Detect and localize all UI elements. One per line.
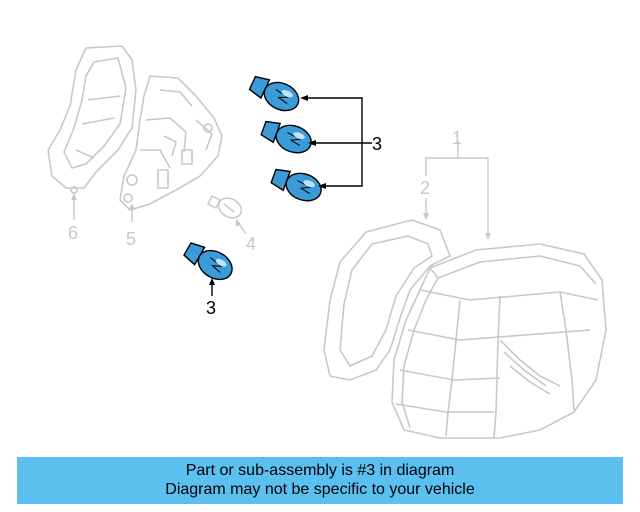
part-4-wedge-bulb	[206, 194, 243, 219]
callout-5: 5	[126, 229, 136, 249]
leader-1-arrow	[485, 233, 491, 240]
leader-4-arrow	[236, 219, 241, 227]
leader-3-group	[306, 97, 372, 187]
part-5-bulb-carrier	[119, 75, 223, 211]
callout-2: 2	[420, 178, 430, 198]
callout-6: 6	[68, 223, 78, 243]
leader-3-single-arrow	[209, 278, 215, 285]
leader-3-arrow-a	[300, 95, 308, 101]
banner-line-1: Part or sub-assembly is #3 in diagram	[185, 462, 455, 479]
leader-3-arrow-b	[308, 140, 316, 146]
part-1-tail-lamp	[391, 243, 607, 439]
callout-3-single: 3	[206, 298, 216, 318]
callout-3-group: 3	[372, 134, 382, 154]
part-6-housing-cover	[47, 45, 137, 194]
part-3-bulb-d	[183, 242, 233, 281]
leader-3-arrow-c	[318, 183, 326, 189]
part-3-bulb-a	[248, 75, 300, 112]
info-banner: Part or sub-assembly is #3 in diagram Di…	[17, 457, 623, 504]
leader-5-arrow	[129, 203, 135, 210]
leader-6-arrow	[71, 193, 77, 200]
parts-diagram: 6 5 4	[47, 45, 607, 439]
part-3-bulb-b	[260, 120, 312, 154]
leader-2-arrow	[423, 213, 429, 220]
part-2-gasket	[323, 219, 451, 381]
callout-4: 4	[246, 234, 256, 254]
part-3-bulb-c	[270, 168, 322, 202]
banner-line-2: Diagram may not be specific to your vehi…	[165, 481, 475, 498]
callout-1: 1	[452, 128, 462, 148]
leader-1-bracket	[425, 157, 489, 236]
